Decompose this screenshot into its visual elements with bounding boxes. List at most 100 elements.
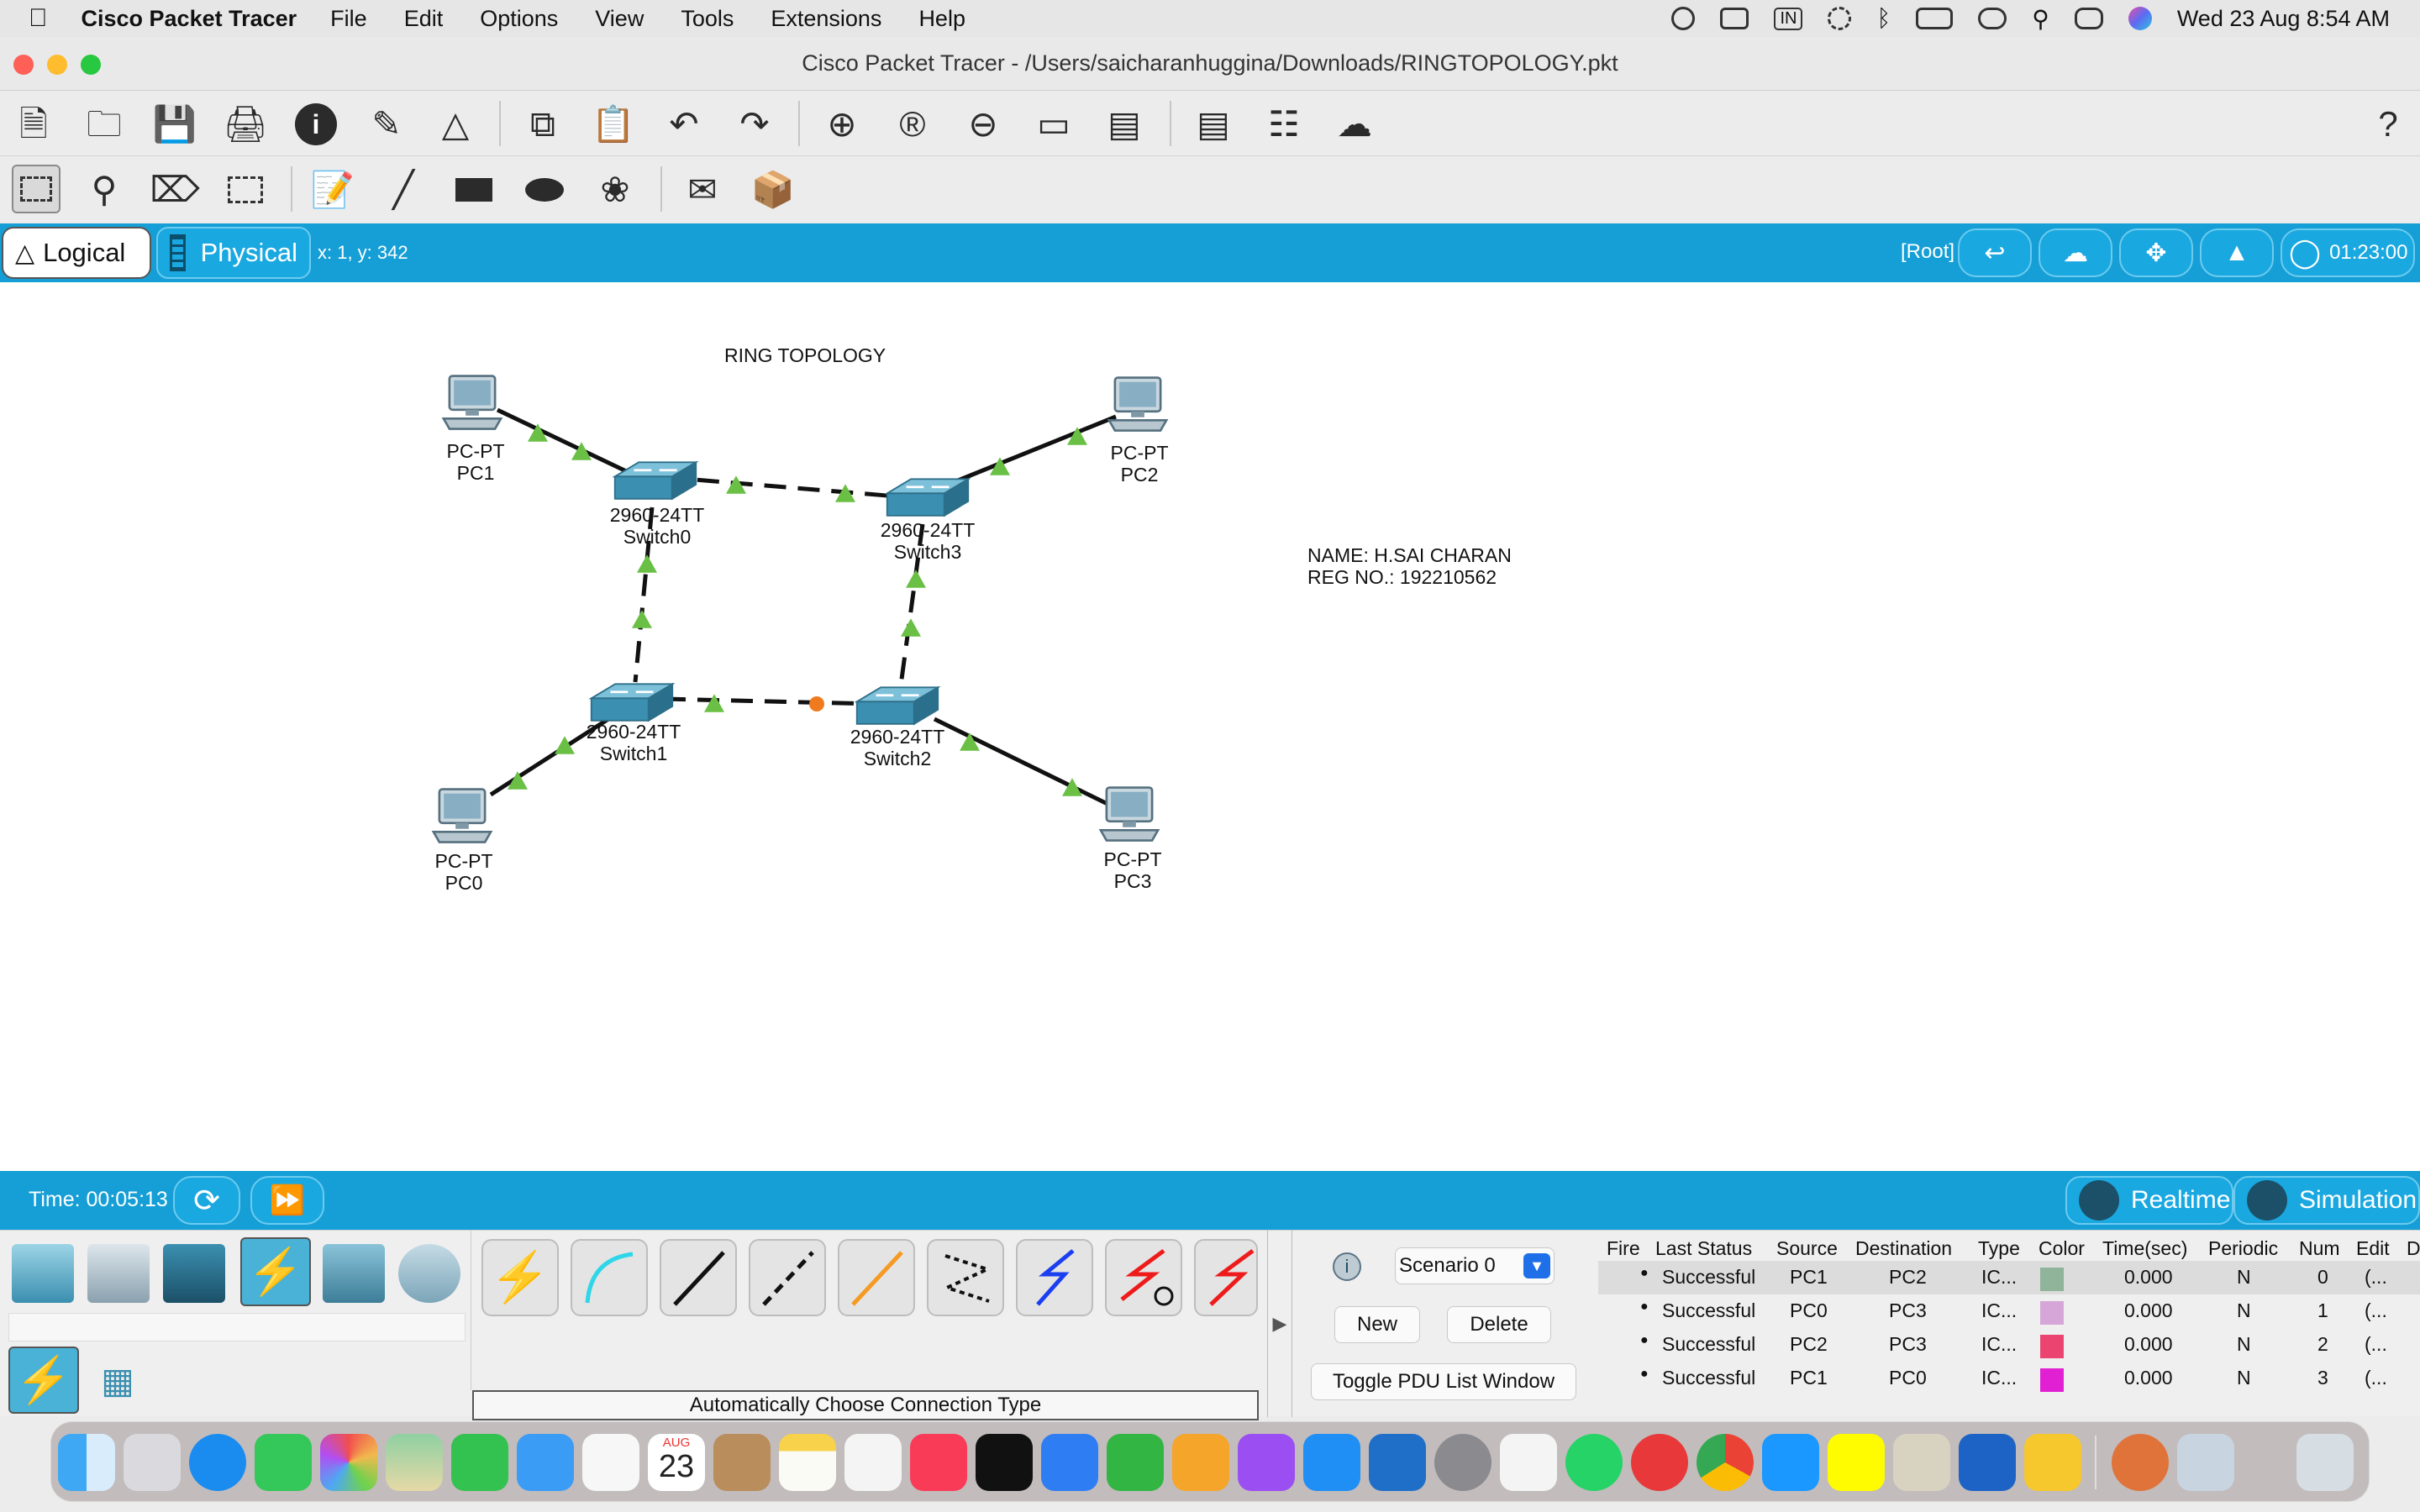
pc0-device-icon[interactable] bbox=[432, 788, 492, 843]
serial-dte-cable-icon[interactable] bbox=[1194, 1239, 1258, 1316]
simple-pdu-icon[interactable]: ✉ bbox=[687, 170, 718, 209]
miscellaneous-category-icon[interactable] bbox=[323, 1244, 385, 1303]
custom-device-icon[interactable]: △ bbox=[441, 104, 470, 144]
pc1-device-icon[interactable] bbox=[442, 375, 502, 430]
grid-subcategory-icon[interactable]: ▦ bbox=[101, 1360, 134, 1400]
line-icon[interactable]: ╱ bbox=[392, 170, 414, 209]
row-edit[interactable]: (... bbox=[2365, 1333, 2387, 1355]
move-object-icon[interactable]: ✥ bbox=[2119, 228, 2193, 277]
topology-title[interactable]: RING TOPOLOGY bbox=[724, 344, 886, 366]
menu-view[interactable]: View bbox=[576, 5, 644, 31]
table-row[interactable]: ● Successful PC1 PC2 IC... 0.000 N 0 (..… bbox=[1598, 1261, 2420, 1294]
back-icon[interactable]: ↩ bbox=[1958, 228, 2032, 277]
link-switch0-switch1[interactable] bbox=[633, 507, 655, 683]
save-icon[interactable]: 💾 bbox=[152, 104, 197, 144]
col-header-edit[interactable]: Edit bbox=[2356, 1237, 2390, 1259]
podcasts-icon[interactable] bbox=[1238, 1434, 1295, 1491]
fire-icon[interactable]: ● bbox=[1640, 1333, 1649, 1347]
activity-wizard-icon[interactable]: ✎ bbox=[371, 104, 402, 144]
table-row[interactable]: ● Successful PC1 PC0 IC... 0.000 N 3 (..… bbox=[1598, 1362, 2420, 1395]
pc2-device-icon[interactable] bbox=[1107, 376, 1168, 432]
cisco-packet-tracer-icon[interactable] bbox=[1631, 1434, 1688, 1491]
delete-scenario-button[interactable]: Delete bbox=[1447, 1306, 1551, 1343]
link-switch3-switch2[interactable] bbox=[898, 523, 925, 686]
col-header-destination[interactable]: Destination bbox=[1855, 1237, 1953, 1259]
select-icon[interactable] bbox=[12, 165, 60, 213]
menu-help[interactable]: Help bbox=[899, 5, 965, 31]
airdrop-icon[interactable] bbox=[1828, 7, 1852, 30]
app-store-icon[interactable] bbox=[1303, 1434, 1360, 1491]
realtime-mode-button[interactable]: Realtime bbox=[2065, 1176, 2233, 1225]
switch0-label[interactable]: 2960-24TT Switch0 bbox=[610, 504, 705, 548]
switch3-label[interactable]: 2960-24TT Switch3 bbox=[881, 519, 976, 563]
multiuser-category-icon[interactable] bbox=[398, 1244, 460, 1303]
pc1-label[interactable]: PC-PT PC1 bbox=[447, 440, 505, 484]
notes-icon[interactable] bbox=[779, 1434, 836, 1491]
help-icon[interactable]: ? bbox=[2378, 104, 2398, 144]
col-header-source[interactable]: Source bbox=[1776, 1237, 1838, 1259]
simulation-mode-button[interactable]: Simulation bbox=[2233, 1176, 2420, 1225]
menu-file[interactable]: File bbox=[311, 5, 367, 31]
connections-subcategory-icon[interactable]: ⚡ bbox=[8, 1347, 79, 1414]
fire-icon[interactable]: ● bbox=[1640, 1299, 1649, 1314]
zoom-window-button[interactable] bbox=[81, 55, 101, 75]
music-icon[interactable] bbox=[910, 1434, 967, 1491]
col-header-type[interactable]: Type bbox=[1978, 1237, 2020, 1259]
col-header-time[interactable]: Time(sec) bbox=[2102, 1237, 2188, 1259]
link-switch1-switch2[interactable] bbox=[663, 696, 875, 706]
ellipse-icon[interactable] bbox=[523, 168, 566, 212]
network-info-icon[interactable]: ☷ bbox=[1268, 104, 1300, 144]
switch3-device-icon[interactable] bbox=[886, 477, 970, 517]
text-doc-icon[interactable]: ▤ bbox=[1197, 104, 1230, 144]
launchpad-icon[interactable] bbox=[124, 1434, 181, 1491]
pc3-device-icon[interactable] bbox=[1099, 786, 1160, 842]
col-header-color[interactable]: Color bbox=[2039, 1237, 2085, 1259]
apple-tv-icon[interactable] bbox=[976, 1434, 1033, 1491]
paste-icon[interactable]: 📋 bbox=[591, 104, 636, 144]
tab-physical[interactable]: Physical bbox=[156, 227, 311, 279]
menu-clock[interactable]: Wed 23 Aug 8:54 AM bbox=[2176, 5, 2390, 31]
apple-menu-icon[interactable]:  bbox=[29, 4, 48, 33]
search-lens-status-icon[interactable] bbox=[1671, 7, 1696, 30]
complex-pdu-icon[interactable]: 📦 bbox=[750, 170, 796, 209]
collapse-panel-arrow-icon[interactable]: ▶ bbox=[1267, 1231, 1292, 1417]
facetime-icon[interactable] bbox=[451, 1434, 508, 1491]
switch1-device-icon[interactable] bbox=[590, 682, 674, 722]
close-window-button[interactable] bbox=[13, 55, 34, 75]
scenario-info-icon[interactable]: i bbox=[1333, 1252, 1361, 1281]
window-status-icon[interactable] bbox=[1720, 8, 1749, 29]
info-icon[interactable]: i bbox=[294, 102, 338, 146]
siri-icon[interactable] bbox=[2128, 7, 2152, 30]
battery-icon[interactable] bbox=[1916, 8, 1954, 29]
logical-workspace[interactable]: RING TOPOLOGY PC-PT PC1 PC-PT PC2 2960-2… bbox=[0, 282, 2420, 1171]
row-edit[interactable]: (... bbox=[2365, 1367, 2387, 1389]
link-switch3-pc2[interactable] bbox=[949, 414, 1117, 486]
components-category-icon[interactable] bbox=[163, 1244, 225, 1303]
zoom-in-icon[interactable]: ⊕ bbox=[827, 104, 857, 144]
link-switch1-pc0[interactable] bbox=[489, 717, 610, 797]
col-header-last-status[interactable]: Last Status bbox=[1655, 1237, 1753, 1259]
finder-icon[interactable] bbox=[58, 1434, 115, 1491]
console-cable-icon[interactable] bbox=[571, 1239, 648, 1316]
system-settings-icon[interactable] bbox=[1434, 1434, 1491, 1491]
trash-icon[interactable] bbox=[2296, 1434, 2354, 1491]
calendar-icon[interactable]: AUG 23 bbox=[648, 1434, 705, 1491]
menu-extensions[interactable]: Extensions bbox=[751, 5, 881, 31]
serial-dce-cable-icon[interactable] bbox=[1105, 1239, 1182, 1316]
reminders-icon[interactable] bbox=[582, 1434, 639, 1491]
switch1-label[interactable]: 2960-24TT Switch1 bbox=[587, 721, 681, 764]
switch2-device-icon[interactable] bbox=[855, 685, 939, 726]
resize-icon[interactable] bbox=[224, 168, 267, 212]
whatsapp-icon[interactable] bbox=[1565, 1434, 1623, 1491]
freeform-icon[interactable] bbox=[844, 1434, 902, 1491]
menu-tools[interactable]: Tools bbox=[661, 5, 734, 31]
crossover-cable-icon[interactable] bbox=[749, 1239, 826, 1316]
numbers-icon[interactable] bbox=[1107, 1434, 1164, 1491]
inspect-icon[interactable]: ⚲ bbox=[91, 170, 118, 209]
new-file-icon[interactable]: 🗎 bbox=[19, 104, 48, 144]
menu-options[interactable]: Options bbox=[460, 5, 558, 31]
phone-cable-icon[interactable] bbox=[927, 1239, 1004, 1316]
row-edit[interactable]: (... bbox=[2365, 1266, 2387, 1288]
cluster-icon[interactable]: ☁ bbox=[1337, 104, 1372, 144]
col-header-num[interactable]: Num bbox=[2299, 1237, 2340, 1259]
